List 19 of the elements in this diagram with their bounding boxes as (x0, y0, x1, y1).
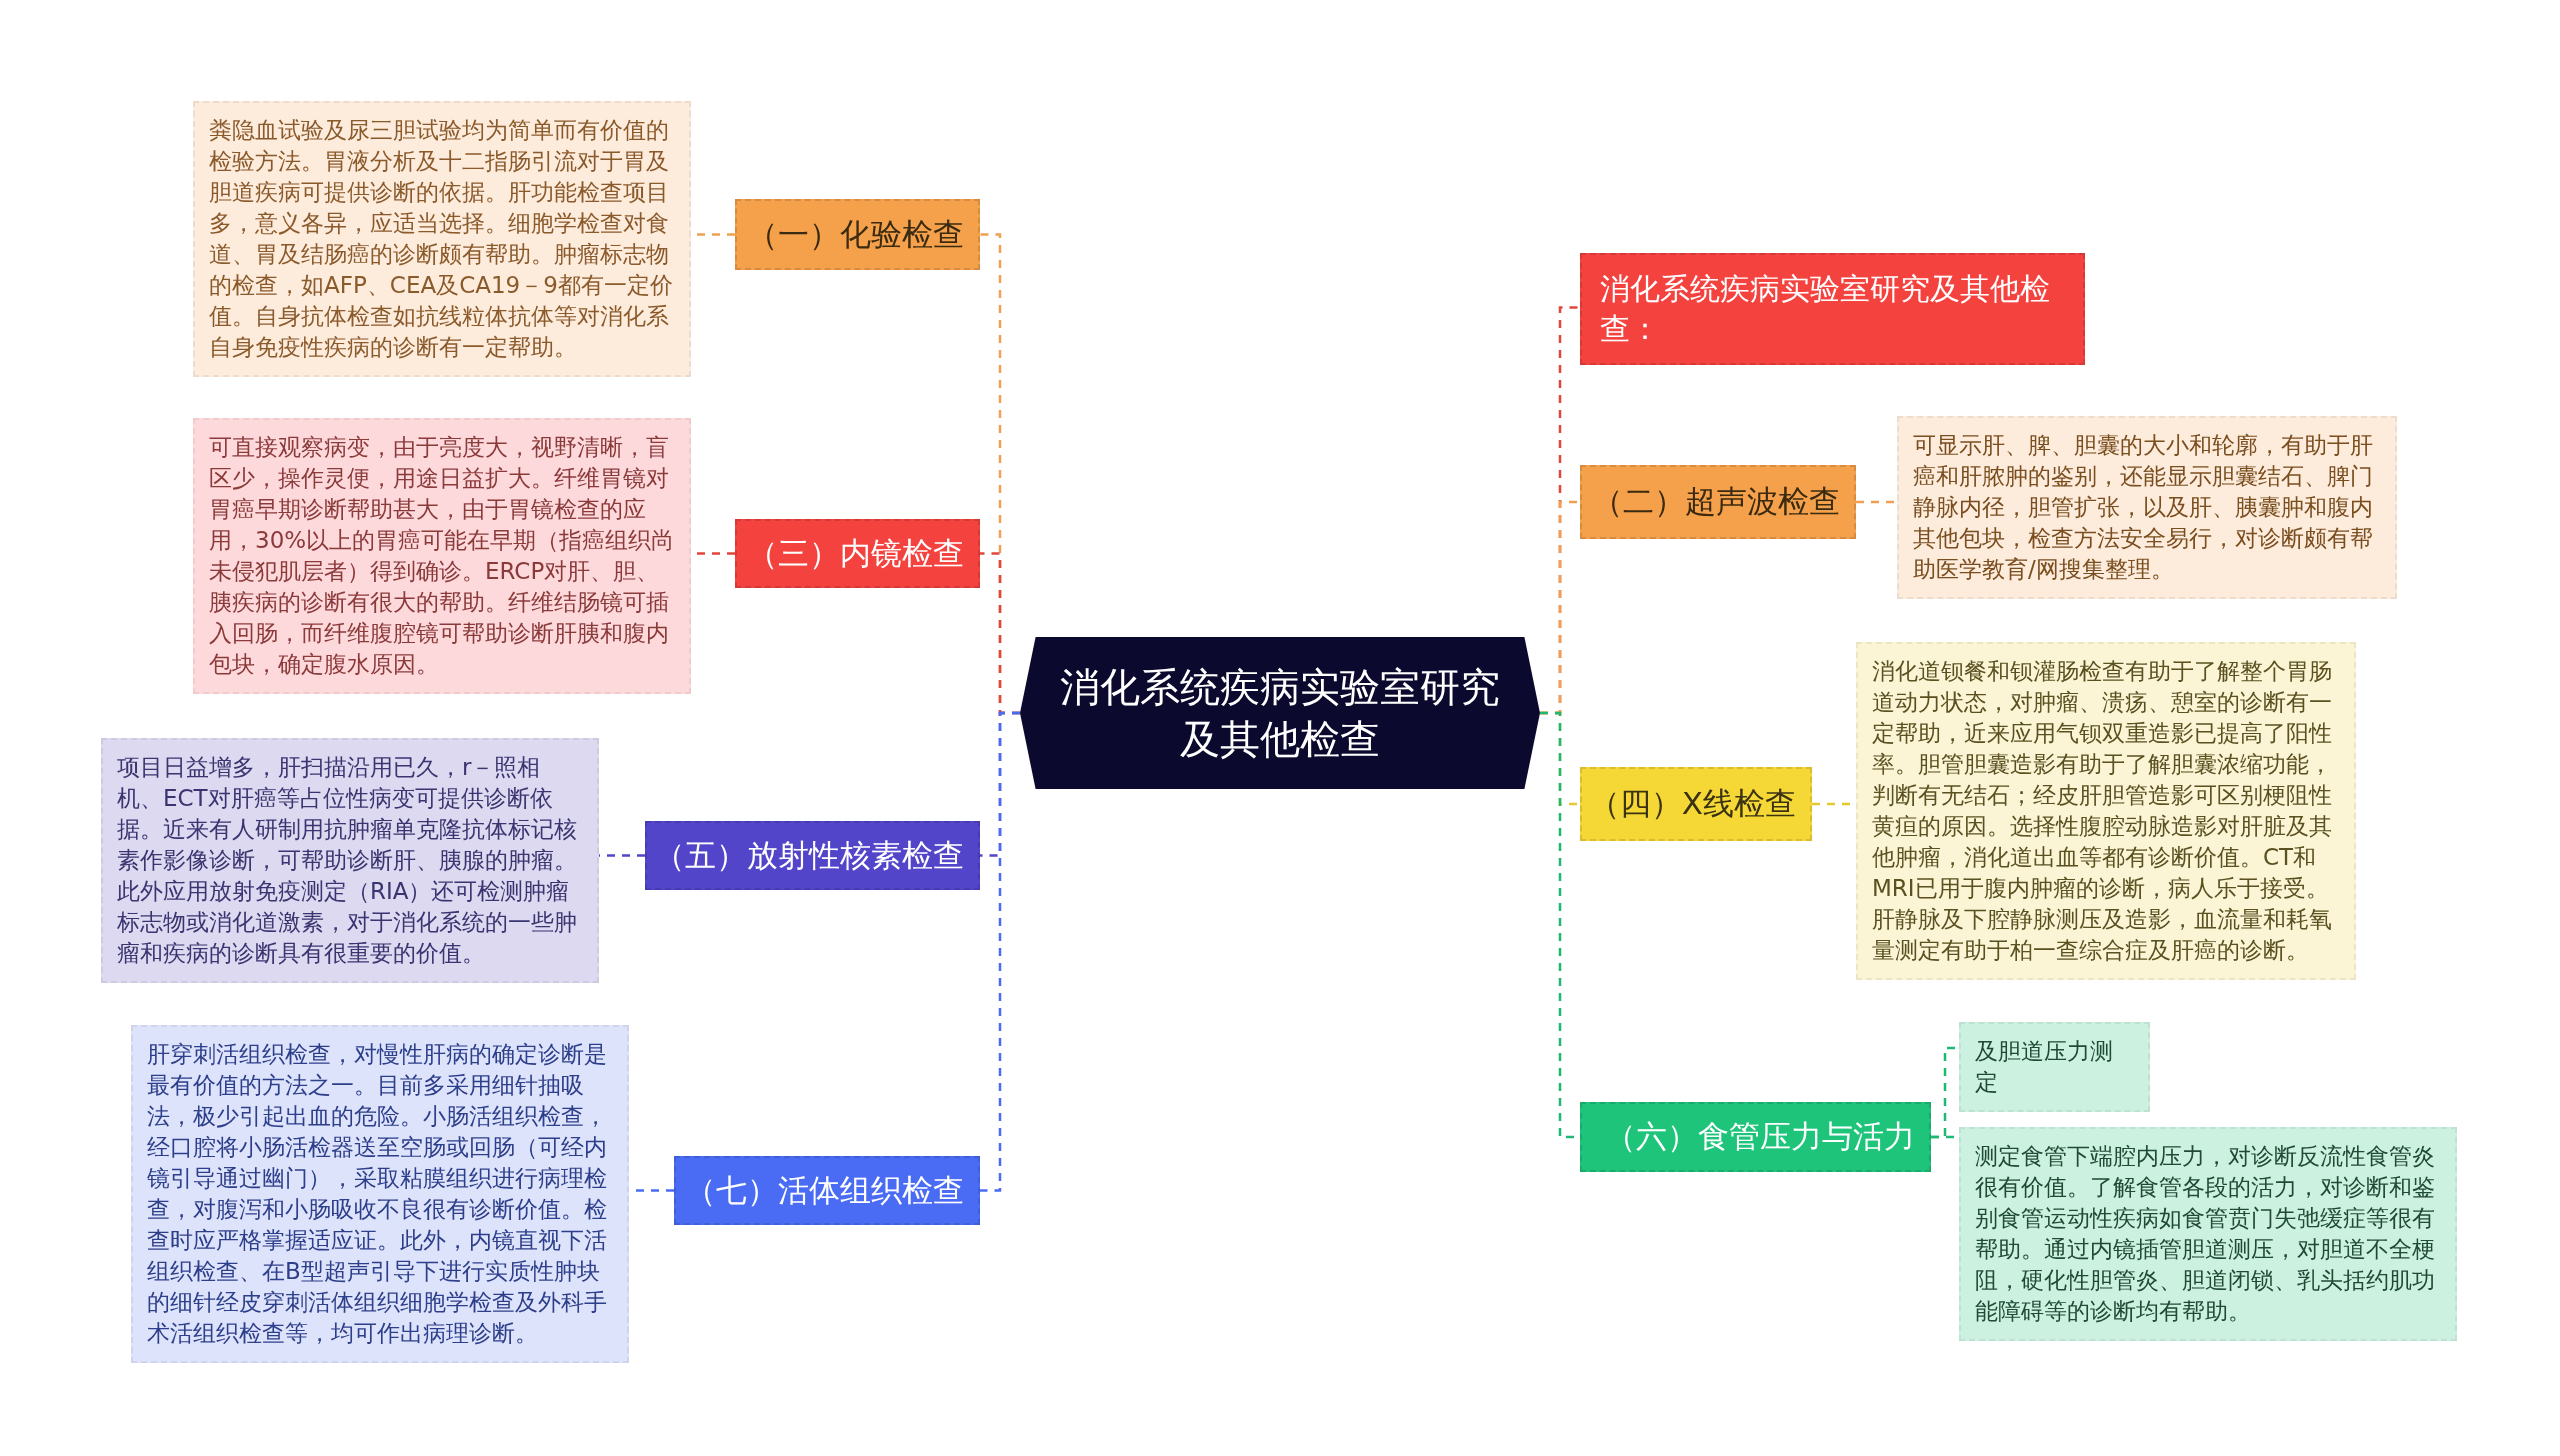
note-box: 可显示肝、脾、胆囊的大小和轮廓，有助于肝癌和肝脓肿的鉴别，还能显示胆囊结石、脾门静脉内径，胆管扩张，以及肝、胰囊肿和腹内其他包块，检查方法安全易行，对诊断颇有帮助医学教育/网搜集整理。 (1897, 416, 2397, 599)
central-topic: 消化系统疾病实验室研究及其他检查 (1020, 637, 1540, 789)
note-box: 粪隐血试验及尿三胆试验均为简单而有价值的检验方法。胃液分析及十二指肠引流对于胃及胆道疾病可提供诊断的依据。肝功能检查项目多，意义各异，应适当选择。细胞学检查对食道、胃及结肠癌的诊断颇有帮助。肿瘤标志物的检查，如AFP、CEA及CA19－9都有一定价值。自身抗体检查如抗线粒体抗体等对消化系自身免疫性疾病的诊断有一定帮助。 (193, 101, 691, 377)
note-box: 项目日益增多，肝扫描沿用已久，r－照相机、ECT对肝癌等占位性病变可提供诊断依据。近来有人研制用抗肿瘤单克隆抗体标记核素作影像诊断，可帮助诊断肝、胰腺的肿瘤。此外应用放射免疫测定（RIA）还可检测肿瘤标志物或消化道激素，对于消化系统的一些肿瘤和疾病的诊断具有很重要的价值。 (101, 738, 599, 983)
note-box: 测定食管下端腔内压力，对诊断反流性食管炎很有价值。了解食管各段的活力，对诊断和鉴别食管运动性疾病如食管贲门失弛缓症等很有帮助。通过内镜插管胆道测压，对胆道不全梗阻，硬化性胆管炎、胆道闭锁、乳头括约肌功能障碍等的诊断均有帮助。 (1959, 1127, 2457, 1341)
connector (980, 711, 1020, 1192)
branch-topic: （六）食管压力与活力 (1580, 1102, 1931, 1172)
branch-topic: （七）活体组织检查 (674, 1156, 980, 1225)
note-box: 及胆道压力测定 (1959, 1022, 2150, 1112)
topic-box: 消化系统疾病实验室研究及其他检查： (1580, 253, 2085, 365)
connector (1856, 500, 1897, 504)
branch-topic: （三）内镜检查 (735, 519, 980, 588)
branch-topic: （四）X线检查 (1580, 767, 1812, 841)
branch-topic: （二）超声波检查 (1580, 465, 1856, 539)
branch-topic: （五）放射性核素检查 (645, 821, 980, 890)
branch-topic: （一）化验检查 (735, 199, 980, 270)
note-box: 消化道钡餐和钡灌肠检查有助于了解整个胃肠道动力状态，对肿瘤、溃疡、憩室的诊断有一定帮助，近来应用气钡双重造影已提高了阳性率。胆管胆囊造影有助于了解胆囊浓缩功能，判断有无结石；经皮肝胆管造影可区别梗阻性黄疸的原因。选择性腹腔动脉造影对肝脏及其他肿瘤，消化道出血等都有诊断价值。CT和MRI已用于腹内肿瘤的诊断，病人乐于接受。肝静脉及下腔静脉测压及造影，血流量和耗氧量测定有助于柏一查综合症及肝癌的诊断。 (1856, 642, 2356, 980)
note-box: 肝穿刺活组织检查，对慢性肝病的确定诊断是最有价值的方法之一。目前多采用细针抽吸法，极少引起出血的危险。小肠活组织检查，经口腔将小肠活检器送至空肠或回肠（可经内镜引导通过幽门），采取粘膜组织进行病理检查，对腹泻和小肠吸收不良很有诊断价值。检查时应严格掌握适应证。此外，内镜直视下活组织检查、在B型超声引导下进行实质性肿块的细针经皮穿刺活体组织细胞学检查及外科手术活组织检查等，均可作出病理诊断。 (131, 1025, 629, 1363)
note-box: 可直接观察病变，由于亮度大，视野清晰，盲区少，操作灵便，用途日益扩大。纤维胃镜对胃癌早期诊断帮助甚大，由于胃镜检查的应用，30%以上的胃癌可能在早期（指癌组织尚未侵犯肌层者）得到确诊。ERCP对肝、胆、胰疾病的诊断有很大的帮助。纤维结肠镜可插入回肠，而纤维腹腔镜可帮助诊断肝胰和腹内包块，确定腹水原因。 (193, 418, 691, 694)
